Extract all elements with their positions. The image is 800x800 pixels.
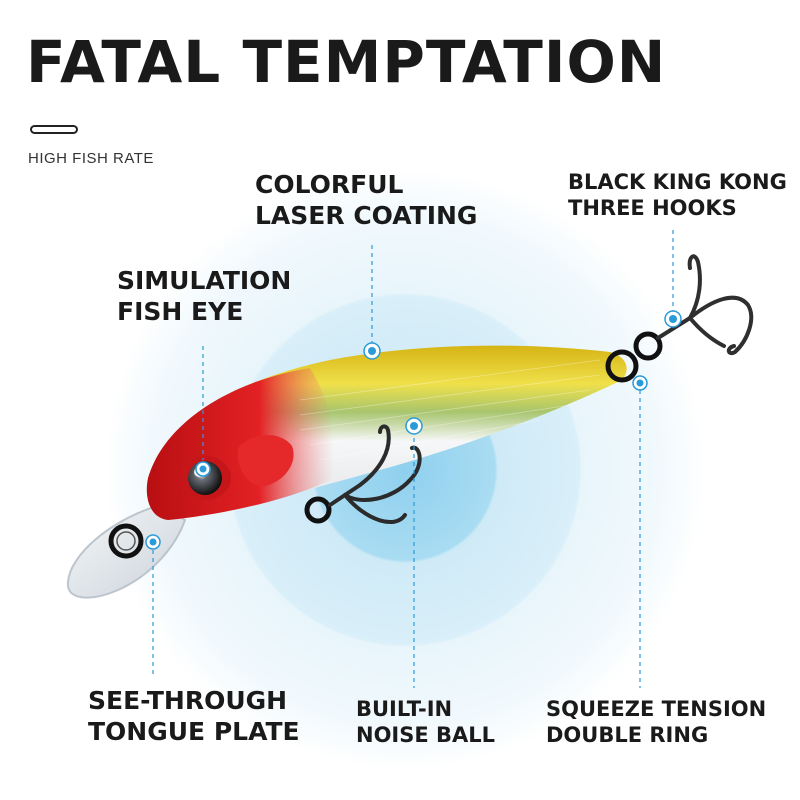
title-underline-pill: [30, 125, 78, 134]
subtitle: HIGH FISH RATE: [28, 150, 154, 167]
tail-double-ring: [605, 331, 663, 383]
lure-gill-plate: [237, 434, 294, 487]
tongue-plate: [66, 503, 187, 599]
lure-red-head: [146, 368, 334, 520]
tail-treble-hook: [656, 254, 754, 356]
page-title: FATAL TEMPTATION: [26, 28, 667, 96]
nose-split-ring: [108, 523, 144, 559]
callout-dots: [145, 310, 682, 550]
belly-treble-hook: [304, 424, 422, 525]
